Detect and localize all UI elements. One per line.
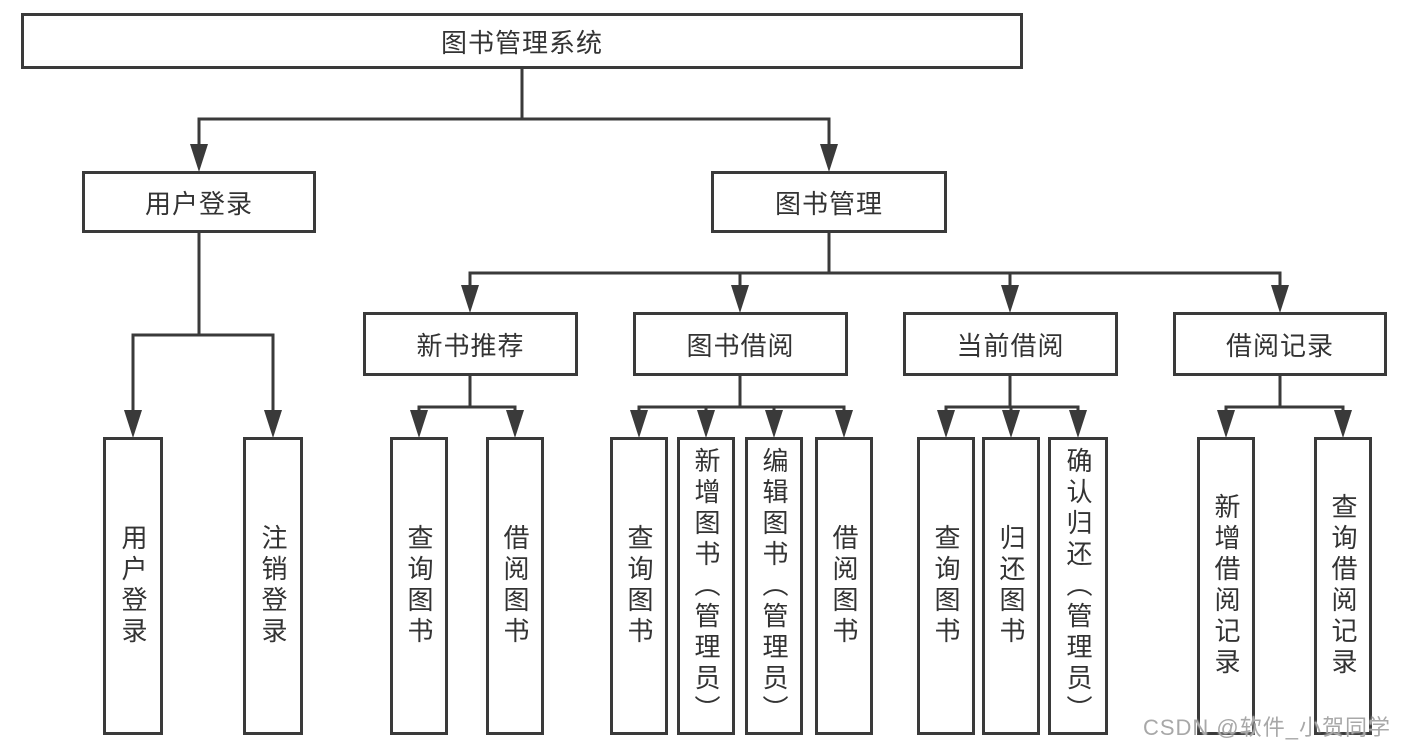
leaf-cb-confirm-return-admin-label: 确认归还（管理员） (1063, 446, 1093, 726)
node-book-management-label: 图书管理 (774, 188, 883, 219)
leaf-bb-add-books-admin-label: 新增图书（管理员） (691, 446, 721, 726)
node-book-borrowing-label: 图书借阅 (686, 330, 795, 361)
leaf-nb-query-books-label: 查询图书 (404, 524, 434, 648)
leaf-bb-query-books: 查询图书 (610, 437, 668, 735)
leaf-cb-confirm-return-admin: 确认归还（管理员） (1048, 437, 1108, 735)
leaf-br-query-record-label: 查询借阅记录 (1328, 493, 1358, 679)
leaf-bb-edit-books-admin-label: 编辑图书（管理员） (759, 446, 789, 726)
leaf-bb-borrow-books-label: 借阅图书 (829, 524, 859, 648)
node-borrowing-records-label: 借阅记录 (1225, 330, 1334, 361)
node-new-book-recommend-label: 新书推荐 (416, 330, 525, 361)
leaf-cb-query-books-label: 查询图书 (931, 524, 961, 648)
leaf-nb-borrow-books-label: 借阅图书 (500, 524, 530, 648)
node-root: 图书管理系统 (21, 13, 1023, 69)
node-root-label: 图书管理系统 (440, 27, 603, 58)
leaf-br-query-record: 查询借阅记录 (1314, 437, 1372, 735)
csdn-watermark: CSDN @软件_小贺同学 (1142, 715, 1391, 740)
leaf-cb-query-books: 查询图书 (917, 437, 975, 735)
node-user-login: 用户登录 (82, 171, 316, 233)
leaf-br-add-record-label: 新增借阅记录 (1211, 493, 1241, 679)
node-current-borrowing-label: 当前借阅 (956, 330, 1065, 361)
node-current-borrowing: 当前借阅 (903, 312, 1118, 376)
leaf-cb-return-books-label: 归还图书 (996, 524, 1026, 648)
leaf-logout: 注销登录 (243, 437, 303, 735)
leaf-br-add-record: 新增借阅记录 (1197, 437, 1255, 735)
leaf-bb-add-books-admin: 新增图书（管理员） (677, 437, 735, 735)
node-book-borrowing: 图书借阅 (633, 312, 848, 376)
leaf-user-login: 用户登录 (103, 437, 163, 735)
node-borrowing-records: 借阅记录 (1173, 312, 1387, 376)
edge-book-borrowing-children (637, 376, 846, 413)
leaf-bb-query-books-label: 查询图书 (624, 524, 654, 648)
node-book-management: 图书管理 (711, 171, 947, 233)
leaf-nb-query-books: 查询图书 (390, 437, 448, 735)
leaf-bb-borrow-books: 借阅图书 (815, 437, 873, 735)
leaf-user-login-label: 用户登录 (118, 524, 148, 648)
arrowheads (124, 144, 1352, 438)
node-user-login-label: 用户登录 (144, 188, 253, 219)
leaf-cb-return-books: 归还图书 (982, 437, 1040, 735)
edge-user-login-children (131, 233, 275, 412)
edge-current-borrowing-children (944, 376, 1080, 413)
edge-borrowing-records-children (1224, 376, 1345, 413)
leaf-nb-borrow-books: 借阅图书 (486, 437, 544, 735)
node-new-book-recommend: 新书推荐 (363, 312, 578, 376)
leaf-bb-edit-books-admin: 编辑图书（管理员） (745, 437, 803, 735)
edge-root-children (197, 68, 831, 146)
edge-new-book-recommend-children (417, 376, 517, 413)
leaf-logout-label: 注销登录 (258, 524, 288, 648)
edge-book-management-children (468, 233, 1282, 288)
